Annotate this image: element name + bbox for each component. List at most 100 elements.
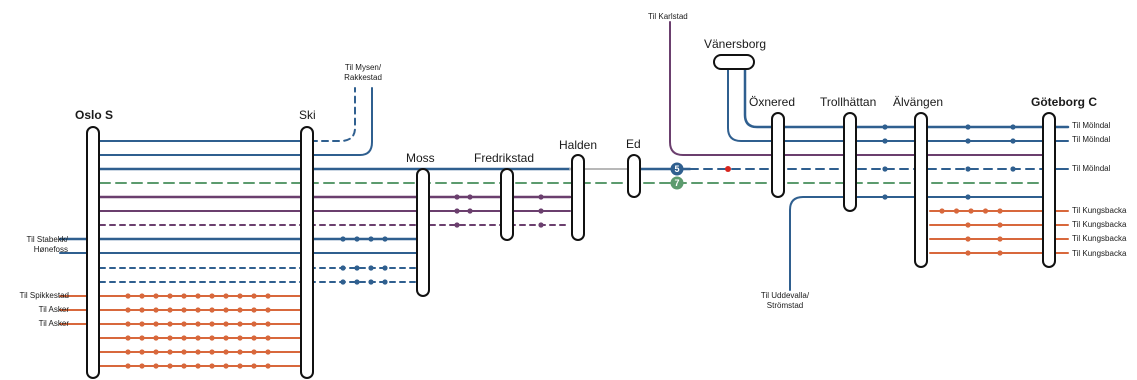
- branch-label-stabekk-line-2: Hønefoss: [33, 245, 68, 254]
- stop-dot: [223, 293, 229, 299]
- stop-dot: [997, 250, 1003, 256]
- stop-dot: [125, 293, 131, 299]
- stop-dot: [153, 363, 159, 369]
- stop-dot: [1010, 166, 1016, 172]
- branch-label-mysen: Til Mysen/ Rakkestad: [333, 63, 393, 83]
- stop-dot: [965, 250, 971, 256]
- stop-dot: [968, 208, 974, 214]
- stop-dot: [139, 321, 145, 327]
- stop-dot: [209, 335, 215, 341]
- stop-dot: [454, 222, 460, 228]
- stop-dot: [153, 307, 159, 313]
- branch-label-mysen-line-1: Til Mysen/: [344, 63, 382, 72]
- stop-dot: [181, 363, 187, 369]
- stop-dot: [139, 335, 145, 341]
- station-oslo-s: [86, 126, 100, 379]
- stop-dot: [882, 124, 888, 130]
- branch-label-spikkestad: Til Spikkestad: [19, 291, 70, 300]
- stop-dot: [965, 194, 971, 200]
- branch-label-stabekk: Til Stabekk/ Hønefoss: [0, 235, 69, 255]
- station-label-oslo-s: Oslo S: [75, 108, 114, 122]
- stop-dot: [997, 208, 1003, 214]
- stop-dot: [167, 335, 173, 341]
- branch-label-karlstad: Til Karlstad: [648, 12, 688, 21]
- station-label-alvangen: Älvängen: [893, 95, 944, 109]
- stop-dot: [209, 349, 215, 355]
- stop-dot: [1010, 138, 1016, 144]
- stop-dot: [882, 194, 888, 200]
- branch-label-asker-2: Til Asker: [38, 319, 69, 328]
- station-goteborg-c: [1042, 112, 1056, 268]
- stop-dot: [139, 293, 145, 299]
- stop-dot: [153, 335, 159, 341]
- stop-dot: [997, 222, 1003, 228]
- route-line-karlstad: [669, 21, 1046, 156]
- station-ed: [627, 154, 641, 198]
- stop-dot: [251, 349, 257, 355]
- stop-dot: [265, 307, 271, 313]
- stop-dot: [223, 363, 229, 369]
- stop-dot: [382, 236, 388, 242]
- red-stop-dot: [725, 166, 731, 172]
- stop-dot: [454, 208, 460, 214]
- stop-dot: [125, 349, 131, 355]
- line-badge-7-label: 7: [674, 178, 679, 188]
- stop-dot: [153, 293, 159, 299]
- stop-dot: [181, 335, 187, 341]
- branch-label-uddevalla-line-2: Strömstad: [766, 301, 804, 310]
- branch-label-molndal-3: Til Mölndal: [1072, 164, 1111, 173]
- stop-dot: [181, 349, 187, 355]
- stop-dot: [382, 265, 388, 271]
- branch-label-stabekk-line-1: Til Stabekk/: [26, 235, 69, 244]
- route-line-mysen-solid: [299, 87, 373, 156]
- stop-dot: [354, 236, 360, 242]
- stop-dot: [167, 363, 173, 369]
- stop-dot: [181, 321, 187, 327]
- line-badge-5-circle: [670, 162, 684, 176]
- stop-dot: [195, 307, 201, 313]
- stop-dot: [354, 279, 360, 285]
- branch-label-molndal-2: Til Mölndal: [1072, 135, 1111, 144]
- station-label-ski: Ski: [299, 108, 316, 122]
- stop-dot: [167, 307, 173, 313]
- stop-dot: [209, 293, 215, 299]
- stop-dot: [467, 208, 473, 214]
- stop-dot: [354, 265, 360, 271]
- stop-dot: [125, 321, 131, 327]
- route-line-vanersborg-1: [727, 64, 1046, 142]
- line-badge-5-label: 5: [674, 164, 679, 174]
- stop-dot: [340, 236, 346, 242]
- stop-dot: [965, 166, 971, 172]
- stop-dot: [209, 307, 215, 313]
- station-label-oxnered: Öxnered: [749, 95, 796, 109]
- stop-dot: [139, 307, 145, 313]
- stop-dot: [997, 236, 1003, 242]
- station-label-ed: Ed: [626, 137, 641, 151]
- stop-dot: [209, 363, 215, 369]
- stop-dot: [167, 321, 173, 327]
- station-label-halden: Halden: [559, 138, 598, 152]
- stop-dot: [251, 363, 257, 369]
- station-label-trollhattan: Trollhättan: [820, 95, 877, 109]
- station-halden: [571, 154, 585, 241]
- stop-dot: [368, 279, 374, 285]
- branch-label-kungsbacka-2: Til Kungsbacka: [1072, 220, 1127, 229]
- stop-dot: [181, 307, 187, 313]
- stop-dot: [368, 236, 374, 242]
- branch-label-mysen-line-2: Rakkestad: [344, 73, 382, 82]
- stop-dot: [340, 265, 346, 271]
- stop-dot: [209, 321, 215, 327]
- stop-dot: [139, 349, 145, 355]
- station-label-moss: Moss: [406, 151, 435, 165]
- line-badge-7-circle: [670, 176, 684, 190]
- stop-dot: [181, 293, 187, 299]
- stop-dot: [265, 321, 271, 327]
- stop-dot: [125, 363, 131, 369]
- stop-dot: [1010, 124, 1016, 130]
- branch-label-uddevalla: Til Uddevalla/ Strömstad: [745, 291, 825, 311]
- station-label-goteborg-c: Göteborg C: [1031, 95, 1097, 109]
- stop-dot: [223, 335, 229, 341]
- stop-dot: [237, 335, 243, 341]
- stop-dot: [237, 363, 243, 369]
